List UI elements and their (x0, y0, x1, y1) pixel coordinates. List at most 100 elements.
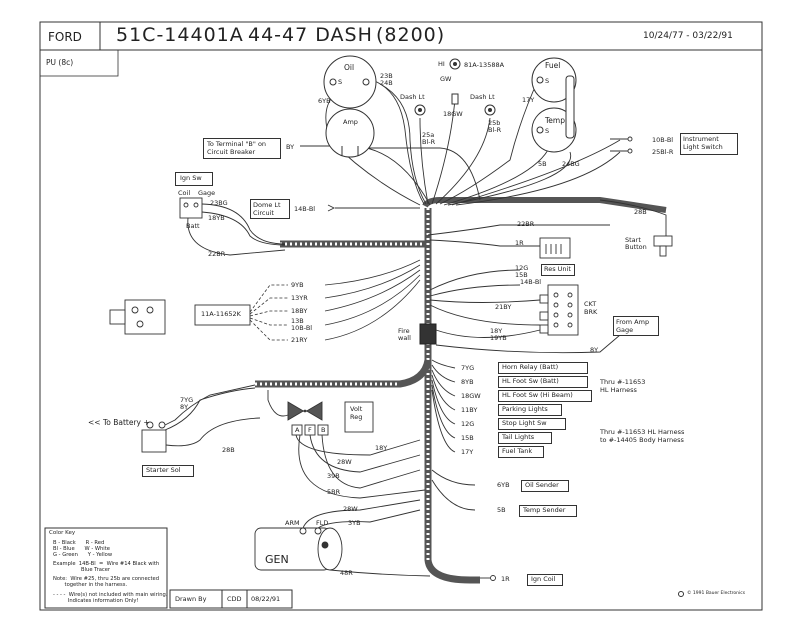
generator (254, 499, 431, 577)
color-key-line-3: G - Green Y - Yellow (53, 552, 113, 558)
res-unit-box: Res Unit (541, 264, 575, 276)
wire-5b-lower: 5B (497, 506, 506, 514)
color-key-line-6: Note: Wire #25, thru 25b are connected (53, 576, 160, 582)
color-key-line-2: Bl - Blue W - White (53, 546, 110, 552)
date-range: 10/24/77 - 03/22/91 (643, 31, 733, 41)
circuit-label-3: HL Foot Sw (Hi Beam) (502, 391, 573, 399)
circuit-label-7: Fuel Tank (502, 447, 533, 455)
temp-sender-label: Temp Sender (523, 506, 566, 514)
wire-28w-lower: 28W (337, 458, 352, 466)
wire-23bg: 23BG (210, 199, 228, 207)
circuit-wire-5: 12G (461, 420, 475, 428)
headlight-switch (109, 299, 251, 335)
wire-25a: 25a Bl-R (422, 131, 436, 146)
oil-s-label: S (338, 78, 343, 86)
page-title: 44-47 DASH (248, 24, 373, 46)
res-unit-label: Res Unit (544, 265, 571, 273)
starter-sol-label: Starter Sol (146, 466, 181, 474)
switch-wire-1: 9YB (291, 281, 304, 289)
firewall-label: Fire wall (398, 327, 411, 342)
wire-5br: 5BR (327, 488, 341, 496)
dome-lt-circuit-label: Dome Lt Circuit (253, 201, 281, 217)
wire-18gw-top: 18GW (443, 110, 463, 118)
color-key-line-7: together in the harness. (53, 582, 128, 588)
circuit-wire-3: 18GW (461, 392, 481, 400)
circuit-wire-4: 11BY (461, 406, 478, 414)
start-button (599, 199, 673, 257)
wire-14b-bl: 14B-Bl (294, 205, 316, 213)
wire-18yb: 18YB (208, 214, 225, 222)
wire-6yb-top: 6YB (318, 97, 331, 105)
oil-gauge (323, 55, 377, 109)
wire-25b: 25b Bl-R (488, 119, 502, 134)
wire-21by: 21BY (495, 303, 512, 311)
resistor-unit (539, 237, 571, 259)
drawn-date: 08/22/91 (251, 595, 281, 603)
starter-sol-box: Starter Sol (142, 465, 194, 477)
part-81a-13588a: 81A-13588A (464, 61, 505, 69)
pu-box (39, 49, 119, 77)
wire-12g: 12G (515, 264, 529, 272)
oil-sender-box: Oil Sender (521, 480, 569, 492)
circuit-box-6: Tail Lights (498, 432, 552, 444)
gen-label: GEN (265, 553, 289, 566)
dash-lights (414, 58, 496, 116)
circuit-box-5: Stop Light Sw (498, 418, 566, 430)
wire-by: BY (286, 143, 295, 151)
ign-sw-label: Ign Sw (180, 174, 202, 182)
dome-lt-circuit-box: Dome Lt Circuit (250, 199, 290, 219)
to-terminal-b-label: To Terminal "B" on Circuit Breaker (207, 140, 267, 156)
circuit-label-6: Tail Lights (502, 433, 535, 441)
wire-22br-right: 22BR (517, 220, 535, 228)
gen-fld-label: FLD (316, 519, 329, 527)
circuit-box-2: HL Foot Sw (Batt) (498, 376, 588, 388)
gauge-wires (300, 79, 621, 206)
temp-sender-box: Temp Sender (519, 505, 577, 517)
from-amp-gage-label: From Amp Gage (616, 318, 650, 334)
circuit-box-7: Fuel Tank (498, 446, 544, 458)
wire-24bg: 24BG (562, 160, 580, 168)
wire-gw: GW (440, 75, 452, 83)
wire-48r: 48R (340, 569, 353, 577)
temp-s-label: S (545, 127, 550, 135)
main-harness (255, 197, 667, 584)
light-switch-leads (610, 136, 633, 154)
wire-39b: 39B (327, 472, 340, 480)
hl-harness-note: Thru #-11653 HL Harness (600, 378, 646, 394)
wire-17y-top: 17Y (522, 96, 535, 104)
oil-sender-label: Oil Sender (525, 481, 559, 489)
color-key-line-9: Indicates information Only! (53, 598, 139, 604)
circuit-wire-2: 8YB (461, 378, 474, 386)
circuit-wire-6: 15B (461, 434, 474, 442)
to-battery-label: << To Battery + (88, 418, 150, 427)
wire-18y-lower: 18Y (375, 444, 388, 452)
color-key-line-8: - - - - Wire(s) not included with main w… (53, 592, 168, 598)
fuel-gauge (531, 57, 577, 103)
voltage-regulator (287, 401, 374, 436)
ign-coil-box: Ign Coil (527, 574, 563, 586)
temp-gauge-label: Temp (545, 116, 565, 125)
wire-22br-left: 22BR (208, 250, 226, 258)
copyright-logo (678, 591, 684, 597)
circuit-box-3: HL Foot Sw (Hi Beam) (498, 390, 592, 402)
wire-8y-lower: 8Y (180, 403, 189, 411)
firewall-grommet (419, 323, 437, 345)
circuit-label-5: Stop Light Sw (502, 419, 547, 427)
right-branches (427, 224, 621, 354)
ignition-switch (179, 197, 286, 256)
amp-gauge-label: Amp (343, 118, 358, 126)
copyright-text: © 1991 Bauer Electronics (687, 591, 746, 596)
circuit-wire-7: 17Y (461, 448, 474, 456)
dash-lt-2-label: Dash Lt (470, 93, 495, 101)
switch-wire-4: 13B 10B-Bl (291, 317, 313, 332)
coil-label: Coil (178, 189, 191, 197)
reg-b-label: B (321, 426, 326, 434)
wire-14b-bl-2: 14B-Bl (520, 278, 542, 286)
hi-label: HI (438, 60, 445, 68)
circuit-label-4: Parking Lights (502, 405, 548, 413)
switch-part-number: 11A-11652K (201, 310, 241, 318)
wire-28b-top: 28B (634, 208, 647, 216)
wire-23b-24b: 23B 24B (380, 72, 393, 87)
